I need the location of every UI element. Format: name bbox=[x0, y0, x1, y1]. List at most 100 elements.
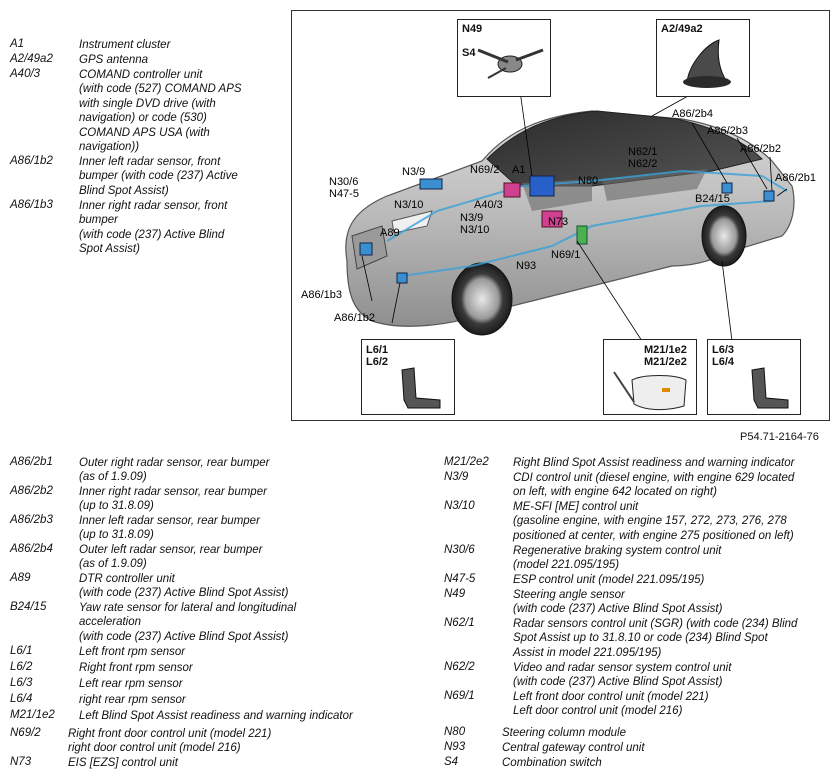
legend-code: M21/1e2 bbox=[10, 709, 55, 721]
callout-n62-1: N62/1 bbox=[628, 146, 658, 158]
legend-desc: right rear rpm sensor bbox=[79, 694, 186, 706]
legend-code: A2/49a2 bbox=[10, 53, 53, 65]
legend-desc: Steering angle sensor (with code (237) A… bbox=[513, 589, 723, 616]
legend-desc: Left front door control unit (model 221)… bbox=[513, 691, 709, 718]
legend-code: N30/6 bbox=[444, 544, 475, 556]
legend-entry: N3/10 ME-SFI [ME] control unit (gasoline … bbox=[444, 500, 834, 544]
legend-desc: Right front rpm sensor bbox=[79, 662, 193, 674]
inset-front-rpm-sensor: L6/1 L6/2 bbox=[361, 339, 455, 415]
callout-n80: N80 bbox=[578, 175, 599, 187]
legend-desc: DTR controller unit (with code (237) Act… bbox=[79, 573, 289, 600]
vehicle-location-diagram: A86/2b4 A86/2b3 A86/2b2 A86/2b1 N62/1 N6… bbox=[291, 10, 830, 421]
inset-label: L6/1 L6/2 bbox=[366, 344, 389, 368]
callout-n69-2: N69/2 bbox=[470, 164, 500, 176]
legend-code: S4 bbox=[444, 756, 459, 768]
legend-desc: Right Blind Spot Assist readiness and wa… bbox=[513, 457, 795, 469]
legend-code: A86/2b1 bbox=[10, 456, 53, 468]
callout-a86-1b3: A86/1b3 bbox=[301, 289, 342, 301]
legend-desc: Outer right radar sensor, rear bumper (a… bbox=[79, 457, 270, 484]
legend-entry: A86/1b3 Inner right radar sensor, front b… bbox=[10, 199, 285, 257]
callout-n3-9-mid: N3/9 bbox=[460, 212, 484, 224]
legend-code: L6/1 bbox=[10, 645, 33, 657]
legend-code: N62/1 bbox=[444, 617, 475, 629]
legend-right: M21/2e2 Right Blind Spot Assist readiness… bbox=[444, 456, 834, 771]
legend-entry: L6/3 Left rear rpm sensor bbox=[10, 677, 430, 693]
legend-desc: Inner right radar sensor, rear bumper (u… bbox=[79, 486, 267, 513]
inset-rear-rpm-sensor: L6/3 L6/4 bbox=[707, 339, 801, 415]
legend-desc: Steering column module bbox=[502, 727, 627, 739]
legend-code: N69/2 bbox=[10, 727, 41, 739]
legend-desc: Left front rpm sensor bbox=[79, 646, 186, 658]
figure-id: P54.71-2164-76 bbox=[740, 431, 819, 443]
legend-desc: Yaw rate sensor for lateral and longitud… bbox=[79, 602, 297, 643]
legend-entry: L6/4 right rear rpm sensor bbox=[10, 693, 430, 709]
legend-entry: N69/1 Left front door control unit (model… bbox=[444, 690, 834, 726]
inset-steering-sensor: N49 S4 bbox=[457, 19, 551, 97]
legend-code: L6/3 bbox=[10, 677, 33, 689]
legend-desc: Inner left radar sensor, front bumper (w… bbox=[79, 156, 238, 197]
legend-entry: S4 Combination switch bbox=[444, 756, 834, 771]
steering-sensor-image bbox=[477, 48, 544, 79]
legend-code: N3/9 bbox=[444, 471, 469, 483]
legend-entry: N69/2 Right front door control unit (mode… bbox=[10, 727, 430, 756]
legend-desc: Inner right radar sensor, front bumper (… bbox=[79, 200, 228, 256]
legend-desc: ESP control unit (model 221.095/195) bbox=[513, 574, 705, 586]
callout-a86-2b4: A86/2b4 bbox=[672, 108, 713, 120]
rear-rpm-sensor-image bbox=[751, 367, 789, 409]
inset-label: A2/49a2 bbox=[661, 23, 703, 35]
legend-code: N80 bbox=[444, 726, 466, 738]
legend-desc: Combination switch bbox=[502, 757, 602, 769]
legend-left: A86/2b1 Outer right radar sensor, rear bu… bbox=[10, 456, 430, 771]
legend-desc: Left Blind Spot Assist readiness and war… bbox=[79, 710, 353, 722]
callout-n69-1: N69/1 bbox=[551, 249, 581, 261]
callout-n47-5: N47-5 bbox=[329, 188, 359, 200]
component-n3-9 bbox=[419, 178, 443, 190]
legend-code: M21/2e2 bbox=[444, 456, 489, 468]
legend-code: A86/1b2 bbox=[10, 155, 53, 167]
legend-code: N47-5 bbox=[444, 573, 476, 585]
legend-code: A40/3 bbox=[10, 68, 41, 80]
legend-desc: Right front door control unit (model 221… bbox=[68, 728, 272, 755]
callout-n73: N73 bbox=[548, 216, 569, 228]
legend-code: A86/1b3 bbox=[10, 199, 53, 211]
legend-entry: L6/2 Right front rpm sensor bbox=[10, 661, 430, 677]
callout-n93: N93 bbox=[516, 260, 537, 272]
legend-code: N69/1 bbox=[444, 690, 475, 702]
legend-code: L6/4 bbox=[10, 693, 33, 705]
legend-entry: M21/2e2 Right Blind Spot Assist readiness… bbox=[444, 456, 834, 471]
legend-desc: Left rear rpm sensor bbox=[79, 678, 183, 690]
legend-code: N3/10 bbox=[444, 500, 475, 512]
callout-n3-9-top: N3/9 bbox=[402, 166, 426, 178]
legend-desc: Central gateway control unit bbox=[502, 742, 645, 754]
legend-desc: Instrument cluster bbox=[79, 39, 171, 51]
legend-code: A86/2b4 bbox=[10, 543, 53, 555]
front-rpm-sensor-image bbox=[401, 367, 441, 409]
legend-desc: Inner left radar sensor, rear bumper (up… bbox=[79, 515, 260, 542]
legend-entry: M21/1e2 Left Blind Spot Assist readiness … bbox=[10, 709, 430, 727]
callout-a86-2b1: A86/2b1 bbox=[775, 172, 816, 184]
callout-n30-6: N30/6 bbox=[329, 176, 359, 188]
callout-a86-2b3: A86/2b3 bbox=[707, 125, 748, 137]
legend-code: N49 bbox=[444, 588, 466, 600]
legend-desc: GPS antenna bbox=[79, 54, 149, 66]
legend-desc: ME-SFI [ME] control unit (gasoline engin… bbox=[513, 501, 794, 542]
legend-code: N93 bbox=[444, 741, 466, 753]
legend-code: L6/2 bbox=[10, 661, 33, 673]
inset-label: M21/1e2 M21/2e2 bbox=[644, 344, 687, 368]
callout-n3-10-left: N3/10 bbox=[394, 199, 424, 211]
callout-a89: A89 bbox=[380, 227, 400, 239]
legend-entry: A86/2b1 Outer right radar sensor, rear bu… bbox=[10, 456, 430, 485]
callout-a86-2b2: A86/2b2 bbox=[740, 143, 781, 155]
legend-entry: N80 Steering column module bbox=[444, 726, 834, 741]
callout-a86-1b2: A86/1b2 bbox=[334, 312, 375, 324]
inset-gps-antenna: A2/49a2 bbox=[656, 19, 750, 97]
legend-desc: Outer left radar sensor, rear bumper (as… bbox=[79, 544, 263, 571]
